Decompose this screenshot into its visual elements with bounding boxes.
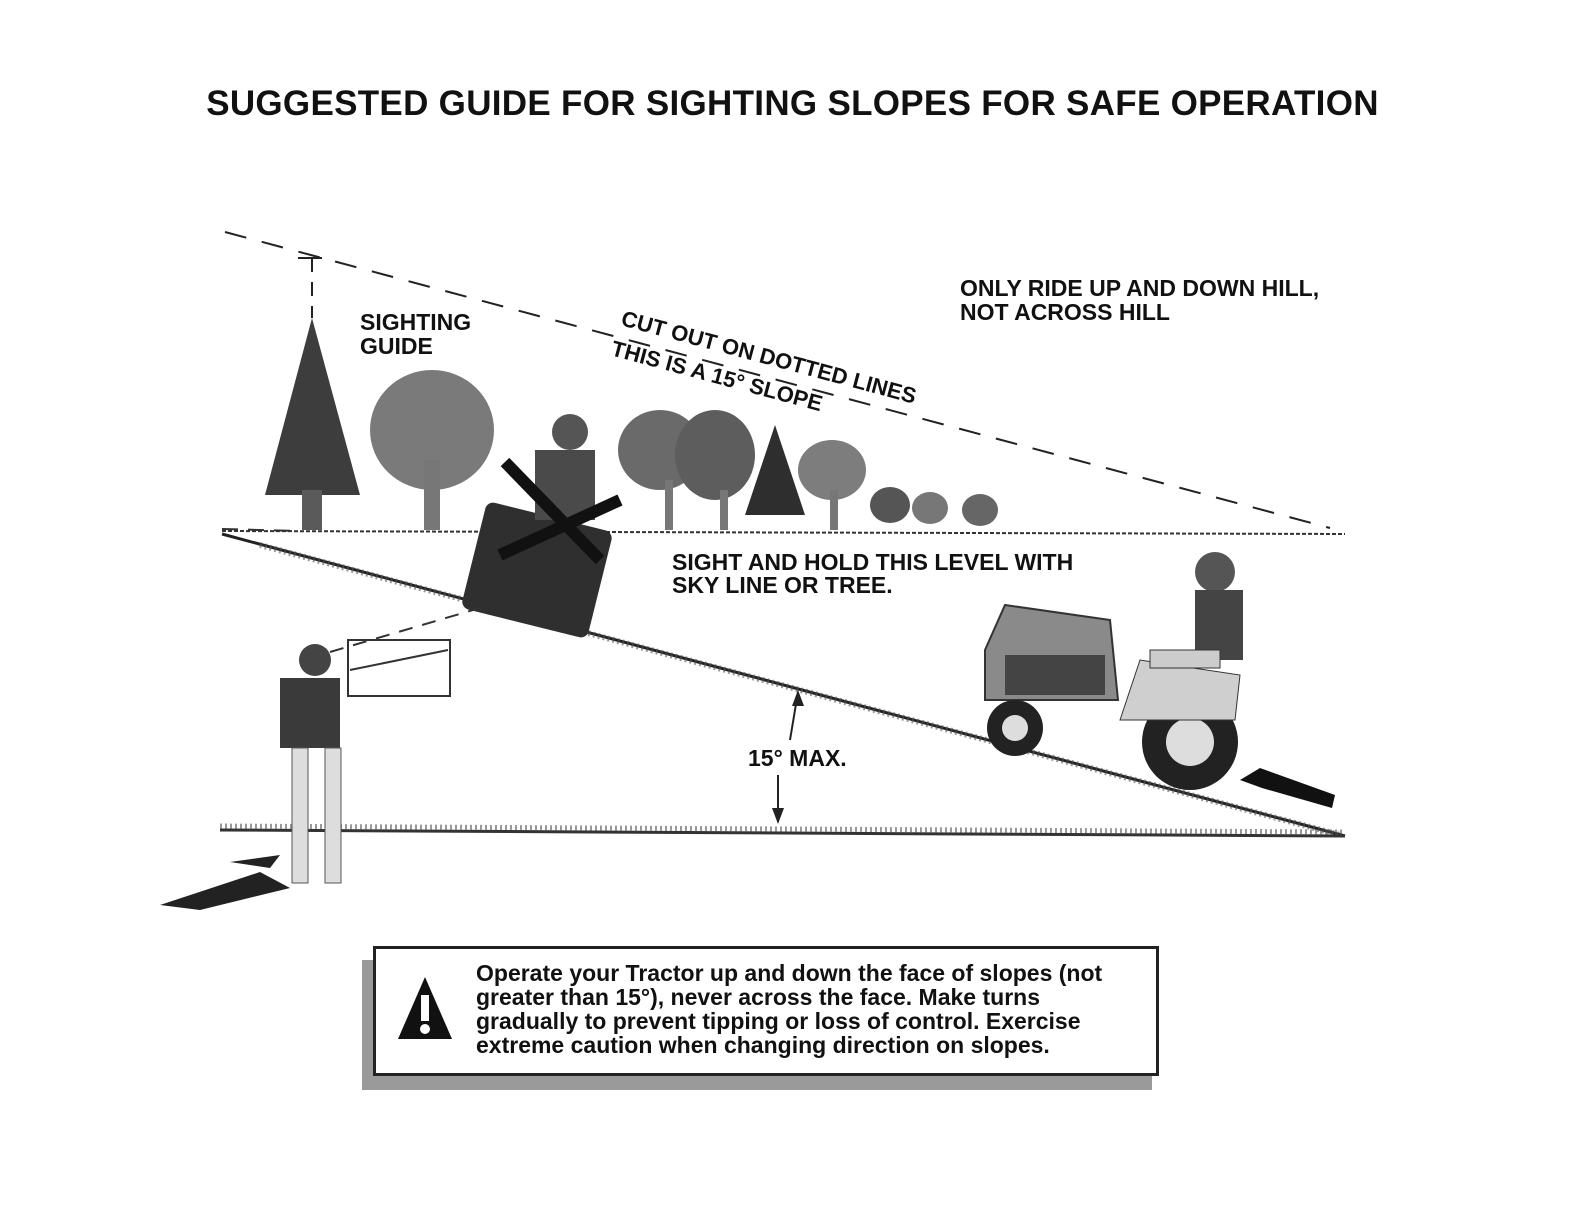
warning-text: Operate your Tractor up and down the fac… xyxy=(476,961,1146,1057)
tall-pine-tree xyxy=(265,318,360,530)
sighting-guide-label-1: SIGHTING xyxy=(360,310,471,334)
direction-arrow-icon xyxy=(1240,768,1335,808)
ride-instruction-2: NOT ACROSS HILL xyxy=(960,300,1170,324)
ride-instruction-1: ONLY RIDE UP AND DOWN HILL, xyxy=(960,276,1319,300)
max-angle-label: 15° MAX. xyxy=(748,746,847,770)
shadow xyxy=(160,872,290,910)
tree-cluster xyxy=(618,410,998,530)
warning-box: Operate your Tractor up and down the fac… xyxy=(373,946,1159,1076)
walk-arrow-icon xyxy=(230,855,280,868)
sight-instruction-2: SKY LINE OR TREE. xyxy=(672,573,893,597)
round-tree-left xyxy=(370,370,494,530)
person-sighting xyxy=(160,608,480,910)
sight-instruction-1: SIGHT AND HOLD THIS LEVEL WITH xyxy=(672,550,1073,574)
warning-exclamation-icon xyxy=(396,973,454,1043)
horizon-line xyxy=(222,531,1345,534)
sighting-guide-label-2: GUIDE xyxy=(360,334,433,358)
tractor-up-hill xyxy=(985,552,1335,808)
